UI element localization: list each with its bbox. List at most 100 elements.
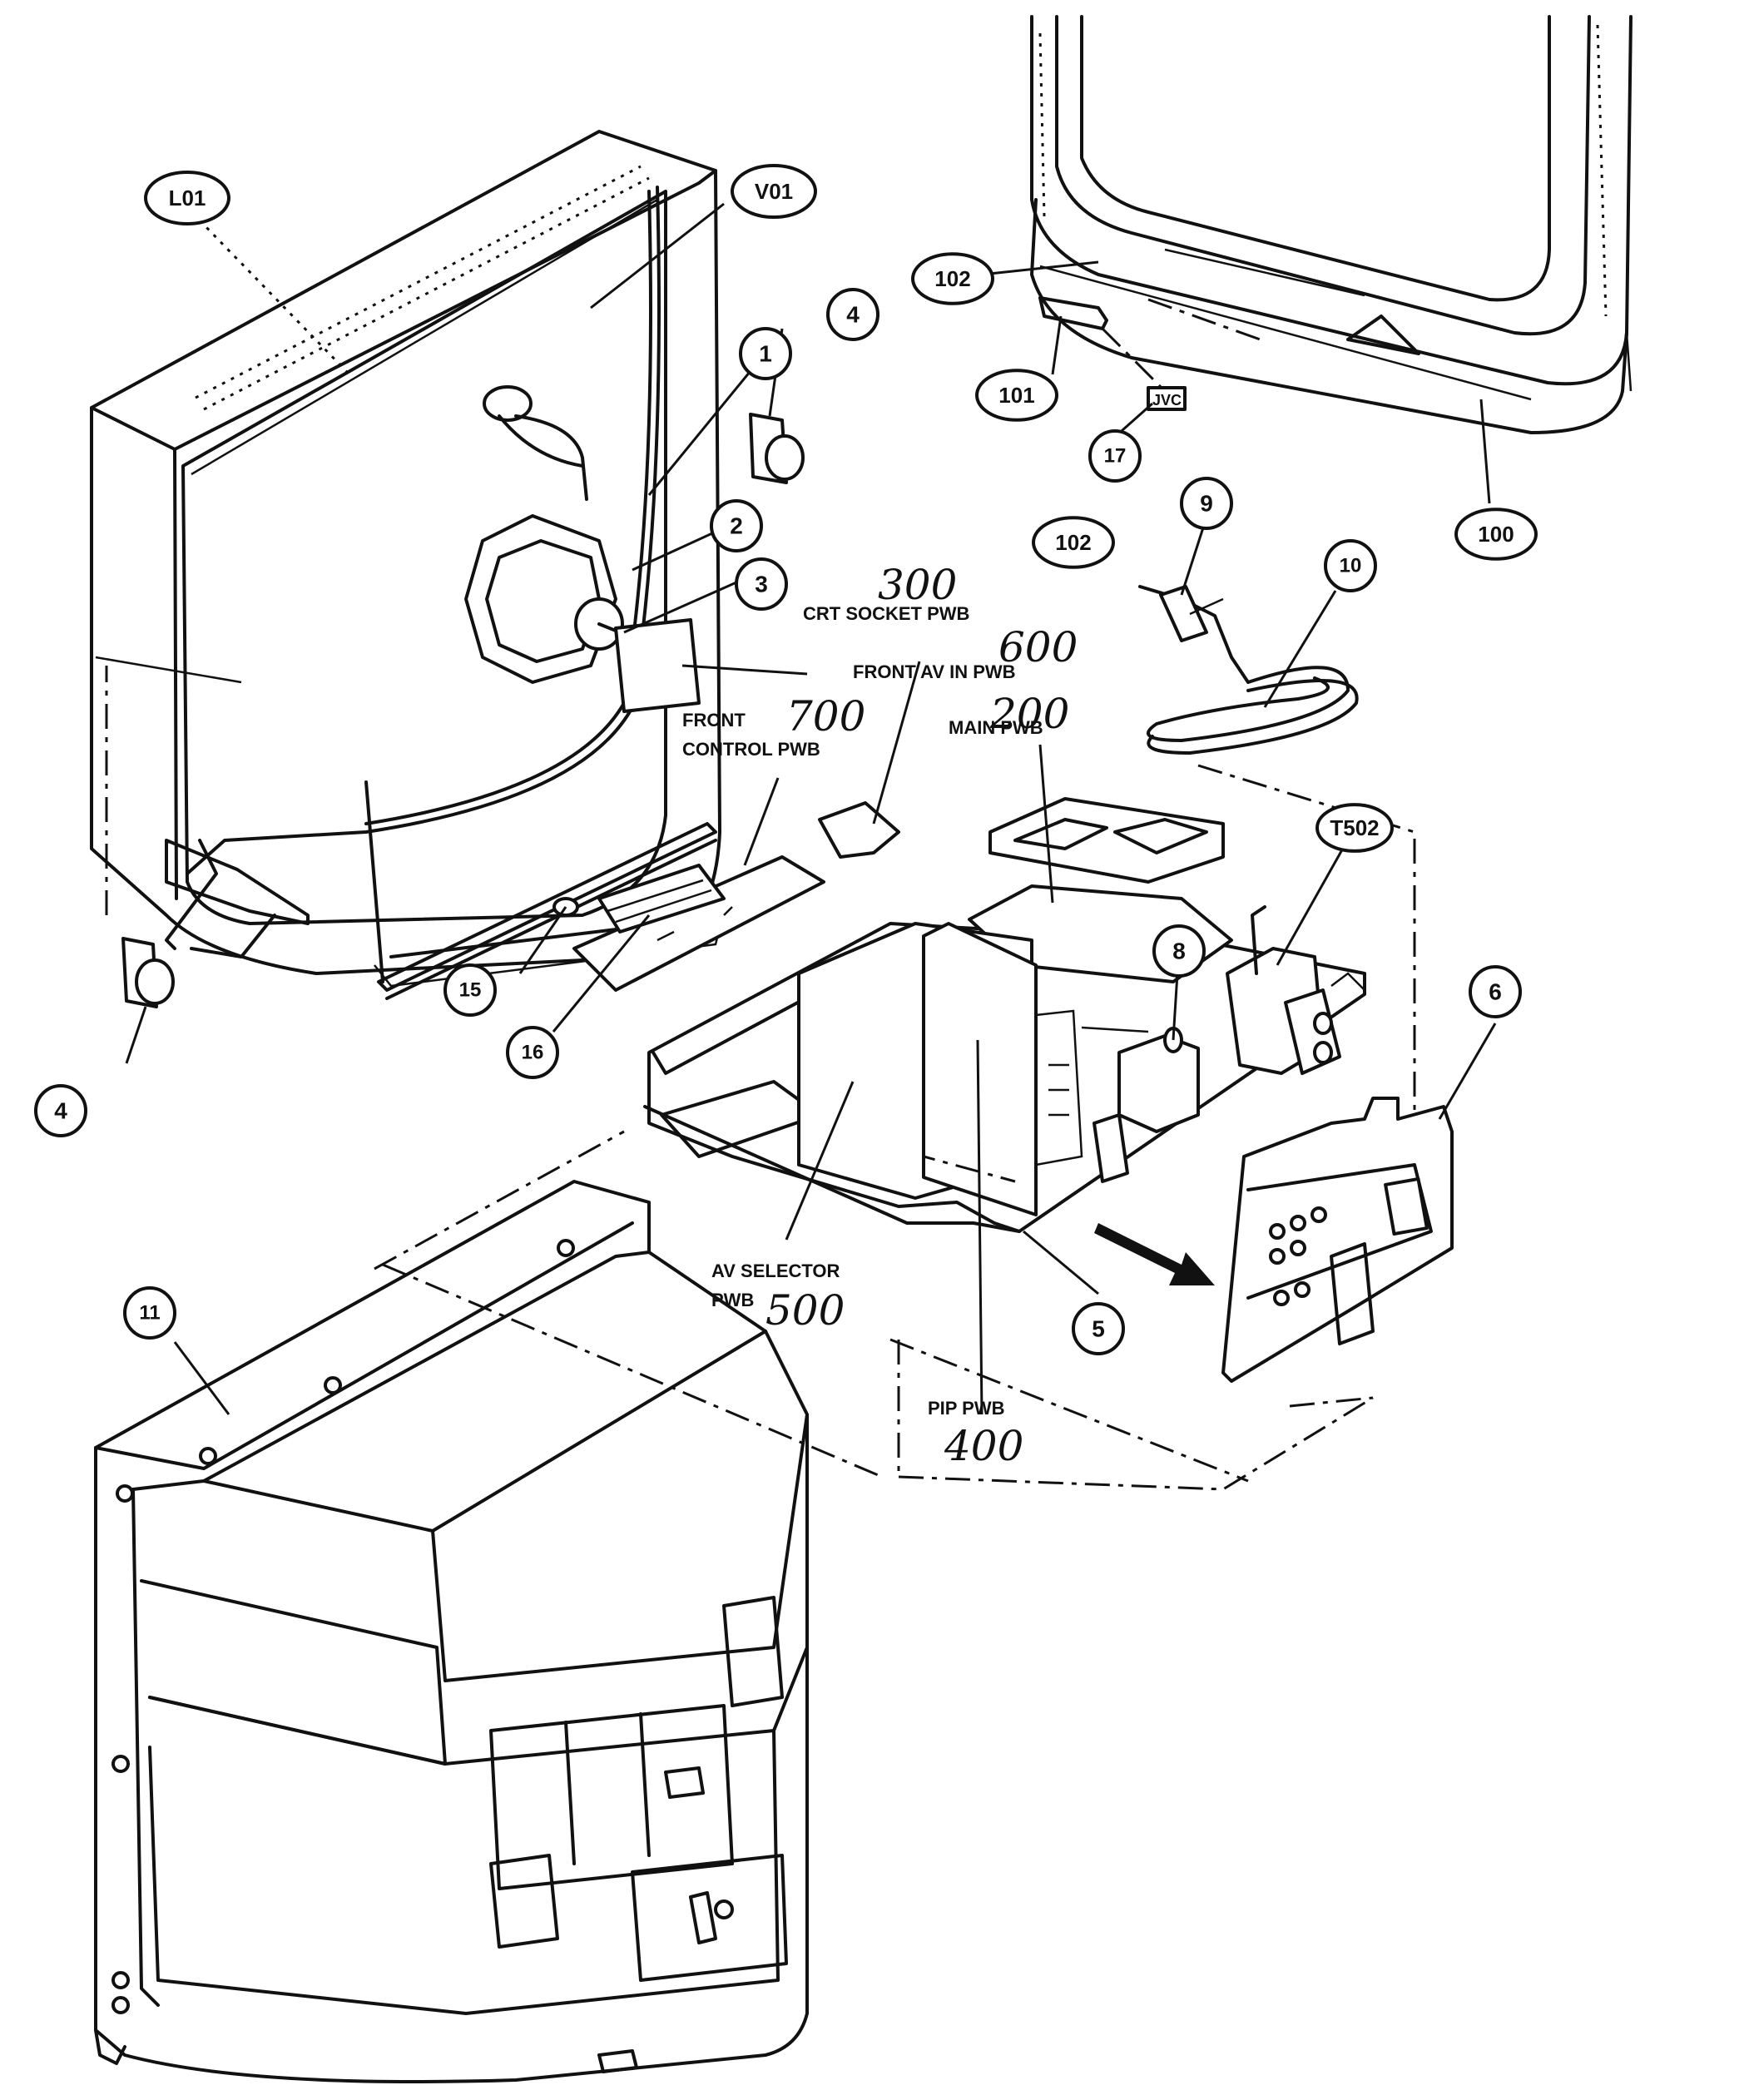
callout-label: 16 <box>522 1042 544 1064</box>
callout-11: 11 <box>123 1286 176 1340</box>
callout-label: L01 <box>169 186 206 210</box>
front-cabinet <box>1030 15 1633 434</box>
label-front: FRONT <box>682 710 746 731</box>
assembly-guide-lines <box>105 298 1416 1491</box>
callout-l01: L01 <box>144 171 230 225</box>
flyback-transformer-t502 <box>1226 905 1365 1075</box>
label-av-selector: AV SELECTOR <box>711 1260 840 1281</box>
label-control-pwb: CONTROL PWB <box>682 739 820 760</box>
callout-label: 1 <box>759 341 772 367</box>
callout-label: T502 <box>1330 815 1379 840</box>
callout-label: 6 <box>1489 979 1502 1005</box>
callout-label: 101 <box>998 383 1034 408</box>
callout-label: 4 <box>54 1098 67 1124</box>
callout-balloon-shape <box>1088 429 1142 483</box>
component-small <box>1093 1113 1129 1183</box>
callout-label: 9 <box>1200 491 1213 517</box>
rear-cover <box>94 1180 809 2083</box>
bracket-101 <box>1038 296 1108 330</box>
callout-balloon-shape <box>1180 477 1233 530</box>
callout-balloon-shape <box>144 171 230 225</box>
front-control-pwb-assembly <box>377 822 825 1000</box>
emblem-17: JVC <box>1147 386 1187 411</box>
callout-v01: V01 <box>731 164 817 219</box>
pip-pwb <box>922 922 1083 1216</box>
handwritten-600: 600 <box>998 623 1078 671</box>
component-8 <box>1081 1026 1200 1133</box>
callout-100: 100 <box>1454 508 1538 561</box>
callout-6: 6 <box>1469 965 1522 1018</box>
callout-15: 15 <box>443 963 497 1017</box>
callout-label: 15 <box>459 979 482 1002</box>
callout-16: 16 <box>506 1026 559 1079</box>
callout-balloon-shape <box>735 557 788 611</box>
callout-101: 101 <box>975 369 1058 422</box>
label-front-av-in-pwb: FRONT AV IN PWB <box>853 661 1016 682</box>
callout-balloon-shape <box>506 1026 559 1079</box>
callout-102: 102 <box>911 252 994 305</box>
label-main-pwb: MAIN PWB <box>949 717 1043 738</box>
callout-4: 4 <box>826 288 879 341</box>
callout-balloon-shape <box>1152 924 1206 978</box>
callout-5: 5 <box>1072 1302 1125 1355</box>
power-cord <box>1138 585 1359 755</box>
callout-balloon-shape <box>1324 539 1377 592</box>
label-crt-socket-pwb: CRT SOCKET PWB <box>803 603 969 624</box>
handwritten-500: 500 <box>765 1286 845 1335</box>
callout-label: 5 <box>1092 1316 1105 1342</box>
callout-label: 11 <box>139 1302 160 1325</box>
speaker-lower <box>121 937 175 1008</box>
callout-label: 102 <box>934 266 970 291</box>
handwritten-300: 300 <box>878 561 957 609</box>
callout-balloon-shape <box>826 288 879 341</box>
callout-label: 100 <box>1478 522 1514 547</box>
leader-lines <box>125 202 1497 1415</box>
callout-label: 2 <box>730 513 743 539</box>
callout-balloon-shape <box>1469 965 1522 1018</box>
callout-8: 8 <box>1152 924 1206 978</box>
direction-arrow <box>1094 1223 1215 1285</box>
callout-17: 17 <box>1088 429 1142 483</box>
callout-balloon-shape <box>710 499 763 552</box>
callout-balloon-shape <box>34 1084 87 1137</box>
callout-balloon-shape <box>443 963 497 1017</box>
callout-3: 3 <box>735 557 788 611</box>
callout-label: 4 <box>846 302 860 328</box>
callout-label: 10 <box>1340 555 1362 577</box>
printed-labels: CRT SOCKET PWB FRONT AV IN PWB MAIN PWB … <box>682 603 1043 1419</box>
crt-socket-pwb <box>614 618 701 713</box>
label-pip-pwb: PIP PWB <box>928 1398 1005 1419</box>
callout-label: V01 <box>755 179 793 204</box>
callout-balloon-shape <box>123 1286 176 1340</box>
callout-balloon-shape <box>1032 516 1115 569</box>
callout-label: 3 <box>755 572 768 597</box>
callout-balloon-shape <box>731 164 817 219</box>
callout-9: 9 <box>1180 477 1233 530</box>
front-av-in-pwb <box>818 801 900 859</box>
handwritten-700: 700 <box>786 692 865 740</box>
callout-2: 2 <box>710 499 763 552</box>
handwritten-annotations: 300 600 200 700 500 400 <box>765 561 1078 1470</box>
label-av-selector-pwb: PWB <box>711 1290 754 1310</box>
callout-balloon-shape <box>911 252 994 305</box>
callout-balloon-shape <box>739 327 792 380</box>
svg-text:JVC: JVC <box>1152 392 1182 409</box>
speaker-upper <box>749 413 805 484</box>
callout-label: 102 <box>1055 530 1091 555</box>
callout-1: 1 <box>739 327 792 380</box>
rear-terminal-pwb <box>1221 1097 1454 1383</box>
callout-4: 4 <box>34 1084 87 1137</box>
callout-102: 102 <box>1032 516 1115 569</box>
handwritten-200: 200 <box>989 690 1069 738</box>
callout-label: 17 <box>1104 445 1127 468</box>
handwritten-400: 400 <box>944 1422 1023 1470</box>
callout-balloon-shape <box>1454 508 1538 561</box>
callout-balloon-shape <box>975 369 1058 422</box>
callout-balloon-shape <box>1315 803 1394 853</box>
callout-10: 10 <box>1324 539 1377 592</box>
callout-label: 8 <box>1172 939 1186 964</box>
callout-t502: T502 <box>1315 803 1394 853</box>
callout-balloon-shape <box>1072 1302 1125 1355</box>
